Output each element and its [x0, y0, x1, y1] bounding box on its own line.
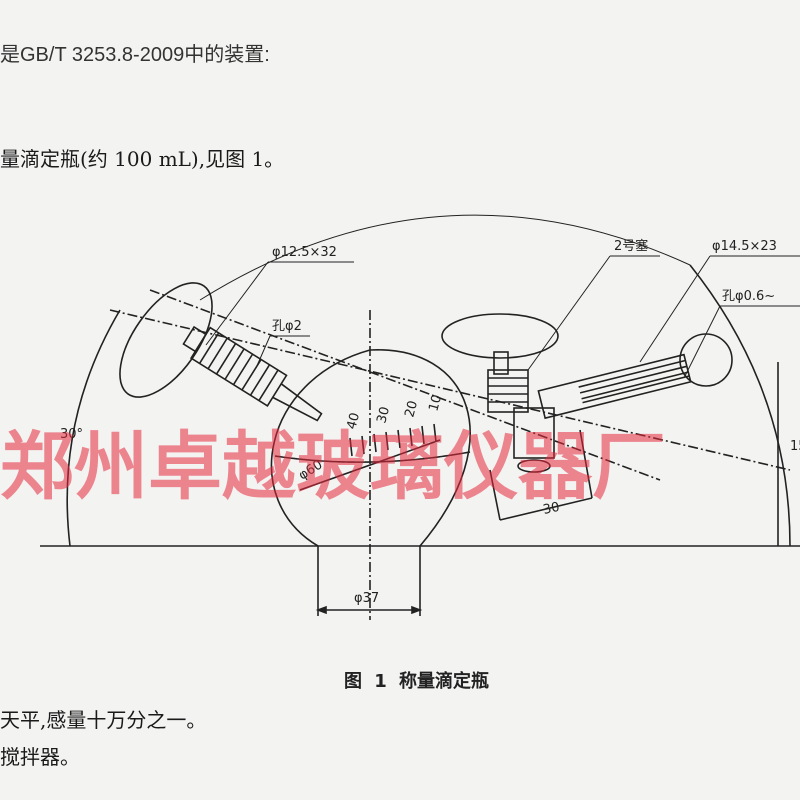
right-joint-leader: [639, 255, 711, 363]
label-hole-left: 孔φ2: [272, 319, 302, 334]
left-ground-joint: [189, 326, 288, 407]
left-joint-leader: [205, 261, 269, 346]
label-angle: 30°: [60, 427, 83, 442]
hole-left-leader: [255, 335, 271, 369]
scale-label: 40: [344, 411, 363, 431]
right-delivery-tube: [537, 353, 692, 420]
hole-right-leader: [683, 305, 721, 379]
right-bulb: [679, 333, 733, 387]
label-dim-30: 30: [542, 500, 561, 518]
angle-arc: [66, 309, 121, 547]
left-side-arm: [182, 325, 323, 422]
flask-midline: [274, 451, 471, 463]
stopper-lower: [513, 407, 555, 459]
item-stirrer: 搅拌器。: [0, 745, 80, 769]
right-arc: [689, 264, 791, 547]
item-balance: 天平,感量十万分之一。: [0, 708, 207, 732]
scale-label: 30: [374, 405, 393, 425]
label-left-joint: φ12.5×32: [272, 245, 337, 260]
dim-30-line: [499, 497, 593, 521]
label-base-diameter: φ37: [354, 591, 379, 606]
label-right-edge: 15: [790, 439, 800, 454]
item-weighing-bottle: 量滴定瓶(约 100 mL),见图 1。: [0, 147, 285, 171]
stopper-ground-joint: [487, 369, 529, 413]
graduation-marks: [349, 423, 437, 457]
scale-label: 20: [402, 399, 421, 419]
right-stopper-cap: [441, 313, 559, 359]
scale-numbers: 40 30 20 10: [344, 393, 445, 431]
scale-label: 10: [426, 393, 445, 413]
figure-caption: 图 1 称量滴定瓶: [344, 671, 490, 692]
left-stopper-cap: [119, 282, 213, 398]
flask-diameter-leader: [299, 439, 441, 491]
stopper-leader: [527, 255, 611, 371]
label-stopper: 2号塞: [614, 238, 648, 254]
watermark: 郑州卓越玻璃仪器厂: [0, 424, 666, 510]
label-right-joint: φ14.5×23: [712, 239, 777, 254]
intro-line: 是GB/T 3253.8-2009中的装置:: [0, 44, 270, 66]
label-hole-right: 孔φ0.6~: [722, 289, 775, 304]
left-arm-axis: [149, 289, 661, 481]
